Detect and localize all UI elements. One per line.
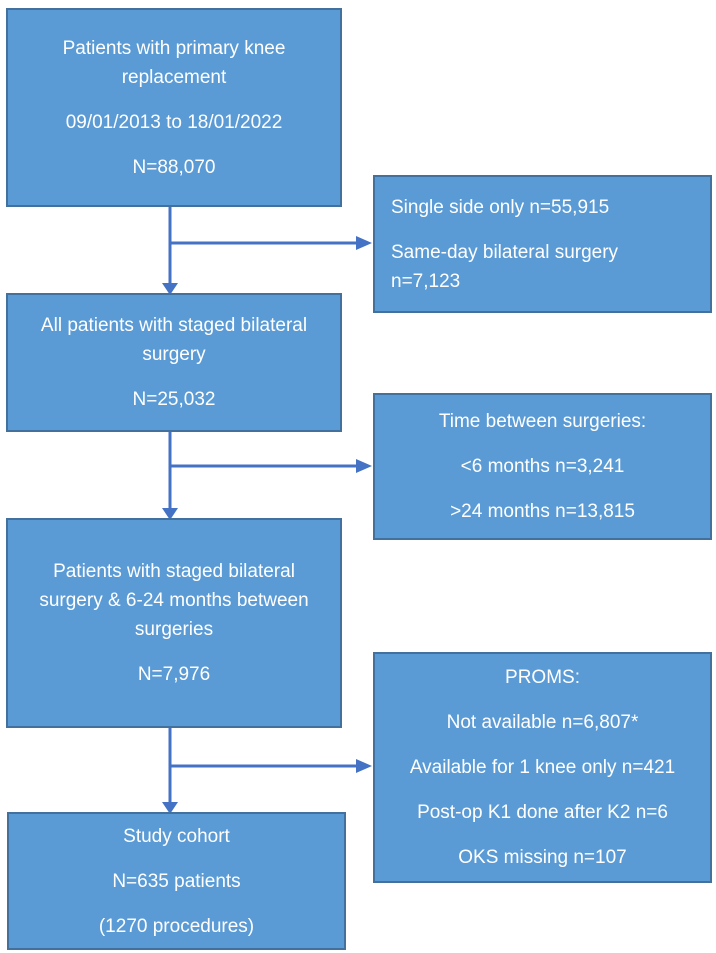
arrowhead-right-icon-1 [356,236,372,250]
box-text-line: Patients with staged bilateral surgery &… [39,561,309,640]
box-text-line: Patients with primary knee replacement [62,37,286,88]
box-text-line: N=635 patients [112,870,241,892]
box-text-line: PROMS: [505,667,580,688]
box-time-between-surgeries: Time between surgeries: <6 months n=3,24… [373,393,712,540]
box-primary-knee-replacement: Patients with primary knee replacement 0… [6,8,342,207]
box-text-line: Time between surgeries: [438,411,647,432]
box-text-line: <6 months n=3,241 [460,456,625,477]
box-proms-exclusions: PROMS: Not available n=6,807* Available … [373,652,712,883]
box-text-line: OKS missing n=107 [458,847,627,868]
box-text-line: >24 months n=13,815 [450,501,635,522]
box-text-line: Post-op K1 done after K2 n=6 [417,802,668,823]
arrowhead-right-icon-2 [356,459,372,473]
box-text-line: Same-day bilateral surgery n=7,123 [391,241,619,292]
box-staged-bilateral-6-24-months: Patients with staged bilateral surgery &… [6,518,342,728]
box-text-line: N=25,032 [132,389,216,410]
box-text-line: Not available n=6,807* [446,712,639,733]
box-study-cohort: Study cohort N=635 patients (1270 proced… [7,812,346,950]
box-text-line: Available for 1 knee only n=421 [409,757,676,778]
arrowhead-right-icon-3 [356,759,372,773]
box-staged-bilateral-surgery: All patients with staged bilateral surge… [6,293,342,432]
box-text-line: All patients with staged bilateral surge… [40,315,308,365]
box-text-line: 09/01/2013 to 18/01/2022 [65,111,283,133]
box-single-side-same-day: Single side only n=55,915 Same-day bilat… [373,175,712,313]
box-text-line: Study cohort [123,825,230,847]
box-text-line: N=88,070 [132,156,216,178]
box-text-line: N=7,976 [137,664,211,685]
box-text-line: (1270 procedures) [98,915,255,937]
box-text-line: Single side only n=55,915 [391,196,610,218]
